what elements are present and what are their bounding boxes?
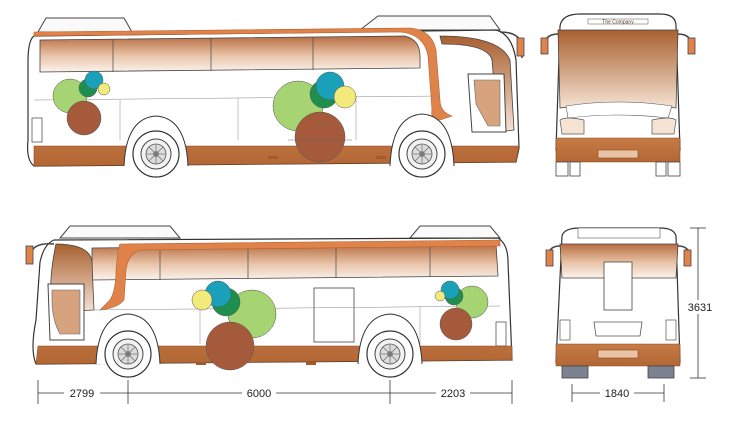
- dim-front-overhang: 2799: [70, 388, 94, 400]
- side-view-left: [25, 225, 513, 378]
- dim-rear-overhang: 2203: [441, 388, 465, 400]
- front-sign: The Company: [602, 20, 634, 26]
- front-view: The Company: [540, 13, 696, 177]
- dim-width: 1840: [605, 388, 629, 400]
- side-view-right: [27, 15, 525, 178]
- dim-height: 3631: [688, 302, 712, 314]
- rear-view: [545, 227, 692, 379]
- dim-wheelbase: 6000: [247, 388, 271, 400]
